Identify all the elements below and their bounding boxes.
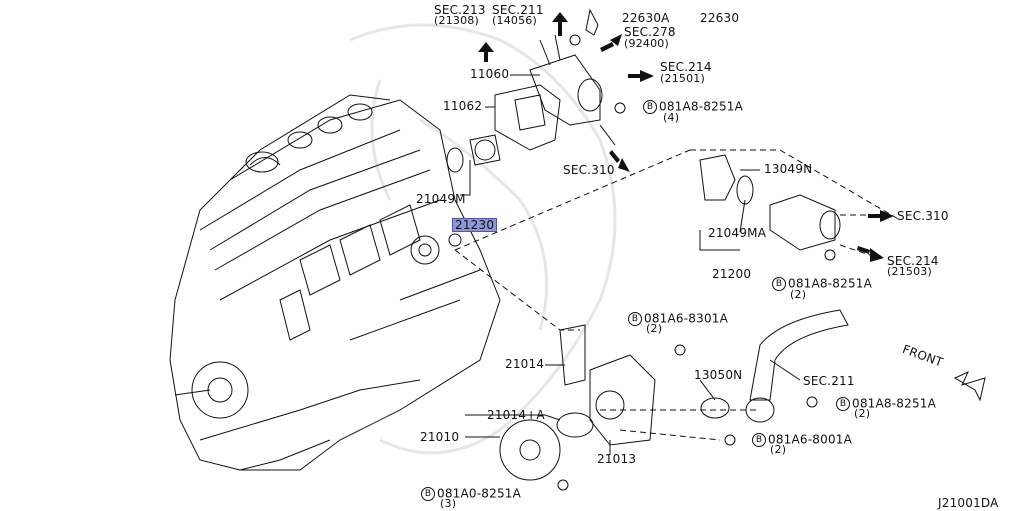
water-outlet-assembly [446,8,626,247]
bolt-b-icon: B [628,312,642,326]
front-arrow [953,370,986,402]
label-21200[interactable]: 21200 [712,267,752,281]
label-21230-highlighted[interactable]: 21230 [452,218,498,232]
bolt-b-icon: B [772,277,786,291]
label-bolt1-qty: (4) [663,111,680,124]
label-sec310-a[interactable]: SEC.310 [563,163,615,177]
label-11060[interactable]: 11060 [470,67,510,81]
label-sec214-b[interactable]: SEC.214 [887,254,939,268]
thermostat-group [699,154,841,261]
label-bolt2-qty: (2) [790,288,807,301]
leader-lines [460,74,801,455]
label-11062[interactable]: 11062 [443,99,483,113]
label-sec211-b[interactable]: SEC.211 [803,374,855,388]
label-13049n[interactable]: 13049N [764,162,813,176]
bolt-b-icon: B [836,397,850,411]
label-13050n[interactable]: 13050N [694,368,743,382]
label-22630[interactable]: 22630 [700,11,740,25]
label-sec214-a-sub: (21501) [660,72,705,85]
label-sec213-sub: (21308) [434,14,479,27]
bolt-b-icon: B [752,433,766,447]
label-22630a[interactable]: 22630A [622,11,670,25]
label-21013[interactable]: 21013 [597,452,637,466]
section-arrows [478,12,894,262]
label-sec214-b-sub: (21503) [887,265,932,278]
label-sec213[interactable]: SEC.213 [434,3,486,17]
water-pump-group [499,309,849,491]
label-sec310-b[interactable]: SEC.310 [897,209,949,223]
label-bolt3-qty: (2) [646,322,663,335]
label-bolt4-qty: (2) [854,407,871,420]
label-sec278[interactable]: SEC.278 [624,25,676,39]
label-sec278-sub: (92400) [624,37,669,50]
label-bolt5-qty: (2) [770,443,787,456]
watermark-emblem [349,23,617,455]
label-bolt6-qty: (3) [440,497,457,510]
bolt-b-icon: B [643,100,657,114]
label-21010[interactable]: 21010 [420,430,460,444]
leader-dashes [454,149,901,441]
label-sec214-a[interactable]: SEC.214 [660,60,712,74]
label-21049m[interactable]: 21049M [416,192,466,206]
label-21014a[interactable]: 21014+A [487,408,545,422]
bolt-b-icon: B [421,487,435,501]
engine-block [169,94,501,471]
label-21049ma[interactable]: 21049MA [708,226,767,240]
label-sec211-top-sub: (14056) [492,14,537,27]
label-21014[interactable]: 21014 [505,357,545,371]
label-sec211-top[interactable]: SEC.211 [492,3,544,17]
diagram-id: J21001DA [938,496,999,510]
